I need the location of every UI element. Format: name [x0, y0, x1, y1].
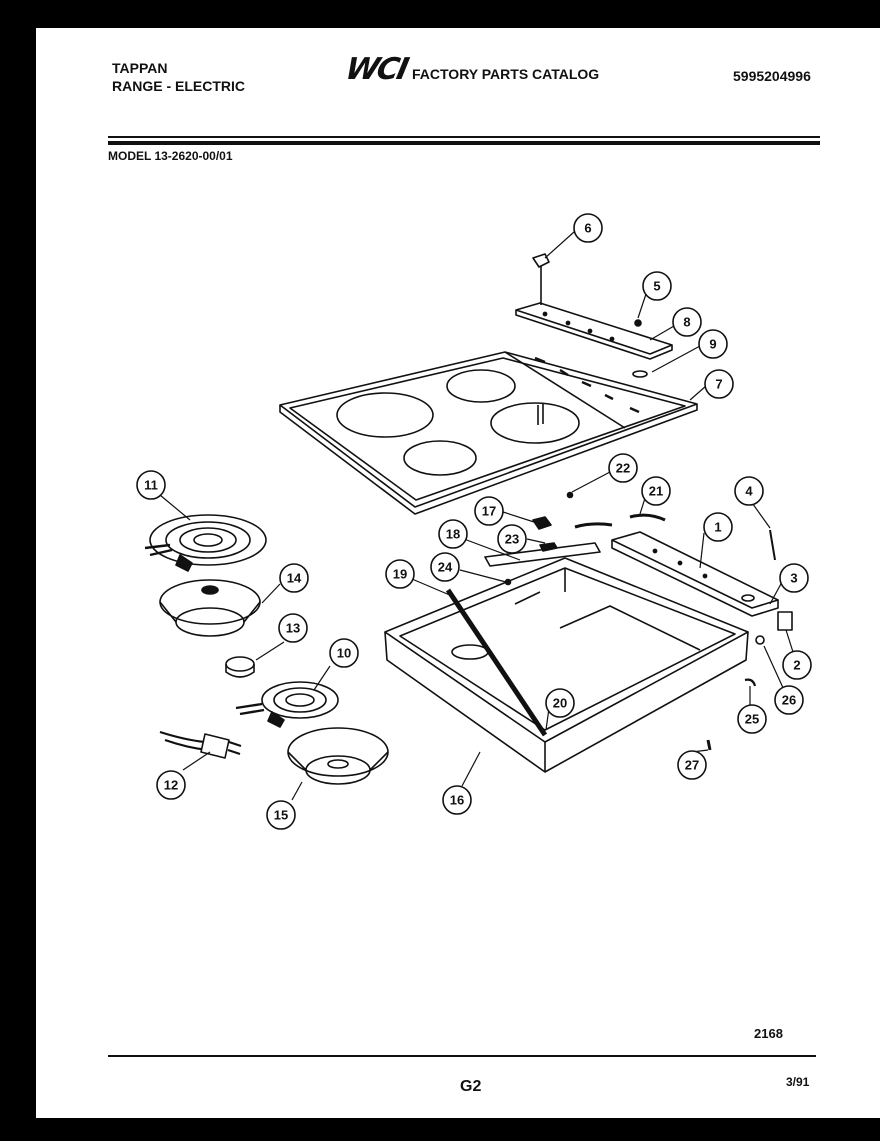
svg-text:6: 6	[584, 221, 591, 236]
svg-text:10: 10	[337, 646, 351, 661]
callout-7: 7	[704, 369, 734, 399]
svg-text:19: 19	[393, 567, 407, 582]
callout-10: 10	[329, 638, 359, 668]
large-drip-pan	[159, 579, 261, 637]
callout-21: 21	[641, 476, 671, 506]
svg-text:15: 15	[274, 808, 288, 823]
footer-rule	[108, 1055, 816, 1057]
callout-6: 6	[573, 213, 603, 243]
print-date: 3/91	[786, 1075, 810, 1089]
svg-text:4: 4	[745, 484, 753, 499]
brand-name: TAPPAN	[112, 60, 168, 76]
header-rule-top	[108, 136, 820, 138]
svg-text:13: 13	[286, 621, 300, 636]
large-heating-element	[144, 514, 267, 572]
drawing-code: 2168	[754, 1026, 783, 1041]
svg-text:25: 25	[745, 712, 759, 727]
trim-strip	[515, 302, 673, 360]
callout-8: 8	[672, 307, 702, 337]
callout-5: 5	[642, 271, 672, 301]
small-drip-pan	[287, 727, 389, 785]
callout-11: 11	[136, 470, 166, 500]
callout-12: 12	[156, 770, 186, 800]
small-heating-element	[235, 681, 339, 728]
model-number: MODEL 13-2620-00/01	[108, 149, 233, 163]
callout-9: 9	[698, 329, 728, 359]
callout-19: 19	[385, 559, 415, 589]
callout-13: 13	[278, 613, 308, 643]
svg-text:24: 24	[438, 560, 453, 575]
callout-23: 23	[497, 524, 527, 554]
callout-20: 20	[545, 688, 575, 718]
svg-text:12: 12	[164, 778, 178, 793]
svg-text:18: 18	[446, 527, 460, 542]
svg-text:27: 27	[685, 758, 699, 773]
svg-text:2: 2	[793, 658, 800, 673]
callout-26: 26	[774, 685, 804, 715]
svg-text:5: 5	[653, 279, 660, 294]
appliance-category: RANGE - ELECTRIC	[112, 78, 245, 94]
control-panel	[611, 531, 779, 617]
callout-2: 2	[782, 650, 812, 680]
callout-3: 3	[779, 563, 809, 593]
page-number: G2	[460, 1078, 482, 1095]
svg-text:8: 8	[683, 315, 690, 330]
callout-1: 1	[703, 512, 733, 542]
catalog-title: FACTORY PARTS CATALOG	[412, 66, 600, 82]
svg-text:11: 11	[144, 478, 158, 493]
callout-18: 18	[438, 519, 468, 549]
callout-24: 24	[430, 552, 460, 582]
svg-text:17: 17	[482, 504, 496, 519]
catalog-number: 5995204996	[733, 68, 811, 84]
callout-15: 15	[266, 800, 296, 830]
svg-text:20: 20	[553, 696, 567, 711]
header-rule-bottom	[108, 141, 820, 145]
svg-text:16: 16	[450, 793, 464, 808]
svg-text:3: 3	[790, 571, 797, 586]
svg-text:14: 14	[287, 571, 302, 586]
svg-text:26: 26	[782, 693, 796, 708]
callout-4: 4	[734, 476, 764, 506]
callout-25: 25	[737, 704, 767, 734]
callout-17: 17	[474, 496, 504, 526]
svg-text:23: 23	[505, 532, 519, 547]
callout-27: 27	[677, 750, 707, 780]
svg-text:22: 22	[616, 461, 630, 476]
callout-22: 22	[608, 453, 638, 483]
svg-text:7: 7	[715, 377, 722, 392]
svg-text:1: 1	[714, 520, 721, 535]
svg-text:21: 21	[649, 484, 663, 499]
cooktop-panel	[279, 351, 698, 515]
svg-text:9: 9	[709, 337, 716, 352]
callout-16: 16	[442, 785, 472, 815]
callout-14: 14	[279, 563, 309, 593]
